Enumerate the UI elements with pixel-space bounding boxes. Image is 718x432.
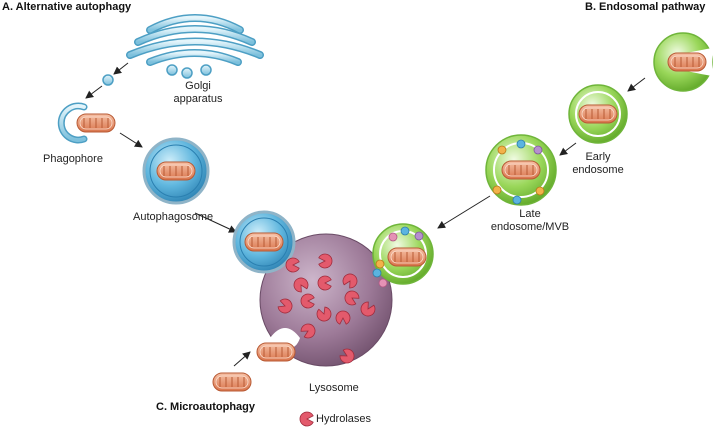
arrow-to-early-endosome [627, 77, 646, 92]
arrow-phagophore-to-autophagosome [119, 132, 143, 148]
label-phagophore: Phagophore [43, 153, 103, 165]
label-late-line2: endosome/MVB [490, 221, 570, 233]
phagophore [57, 102, 116, 144]
label-lysosome: Lysosome [309, 382, 359, 394]
header-alternative-autophagy: A. Alternative autophagy [2, 1, 132, 13]
microautophagy-mitochondrion-engulfed [256, 342, 296, 362]
late-endosome-fusing [372, 223, 434, 288]
golgi-apparatus [102, 14, 264, 86]
arrow-golgi-to-vesicle [113, 62, 129, 75]
microautophagy-mitochondrion [212, 372, 252, 392]
endosome-initial [653, 32, 713, 92]
header-endosomal-pathway: B. Endosomal pathway [585, 1, 706, 13]
label-golgi-apparatus: Golgi apparatus [158, 80, 238, 106]
arrow-vesicle-to-phagophore [85, 85, 103, 99]
early-endosome [568, 84, 628, 144]
header-microautophagy: C. Microautophagy [156, 401, 256, 413]
late-endosome [485, 134, 557, 206]
arrow-to-late-endosome [559, 142, 577, 156]
label-early-line1: Early [585, 151, 611, 163]
label-golgi-line1: Golgi [185, 80, 211, 92]
autophagosome [142, 137, 210, 205]
arrow-autophagosome-to-lysosome [194, 212, 237, 233]
hydrolase-legend-icon [299, 411, 314, 427]
label-early-line2: endosome [572, 164, 624, 176]
arrow-late-endosome-to-lysosome [437, 195, 491, 229]
label-golgi-line2: apparatus [173, 93, 223, 105]
label-late-endosome: Late endosome/MVB [485, 208, 575, 234]
label-late-line1: Late [519, 208, 541, 220]
arrow-microautophagy [233, 351, 251, 367]
label-early-endosome: Early endosome [563, 151, 633, 177]
label-autophagosome: Autophagosome [133, 211, 214, 223]
label-hydrolases: Hydrolases [316, 413, 372, 425]
autophagosome-fusing [232, 210, 296, 274]
